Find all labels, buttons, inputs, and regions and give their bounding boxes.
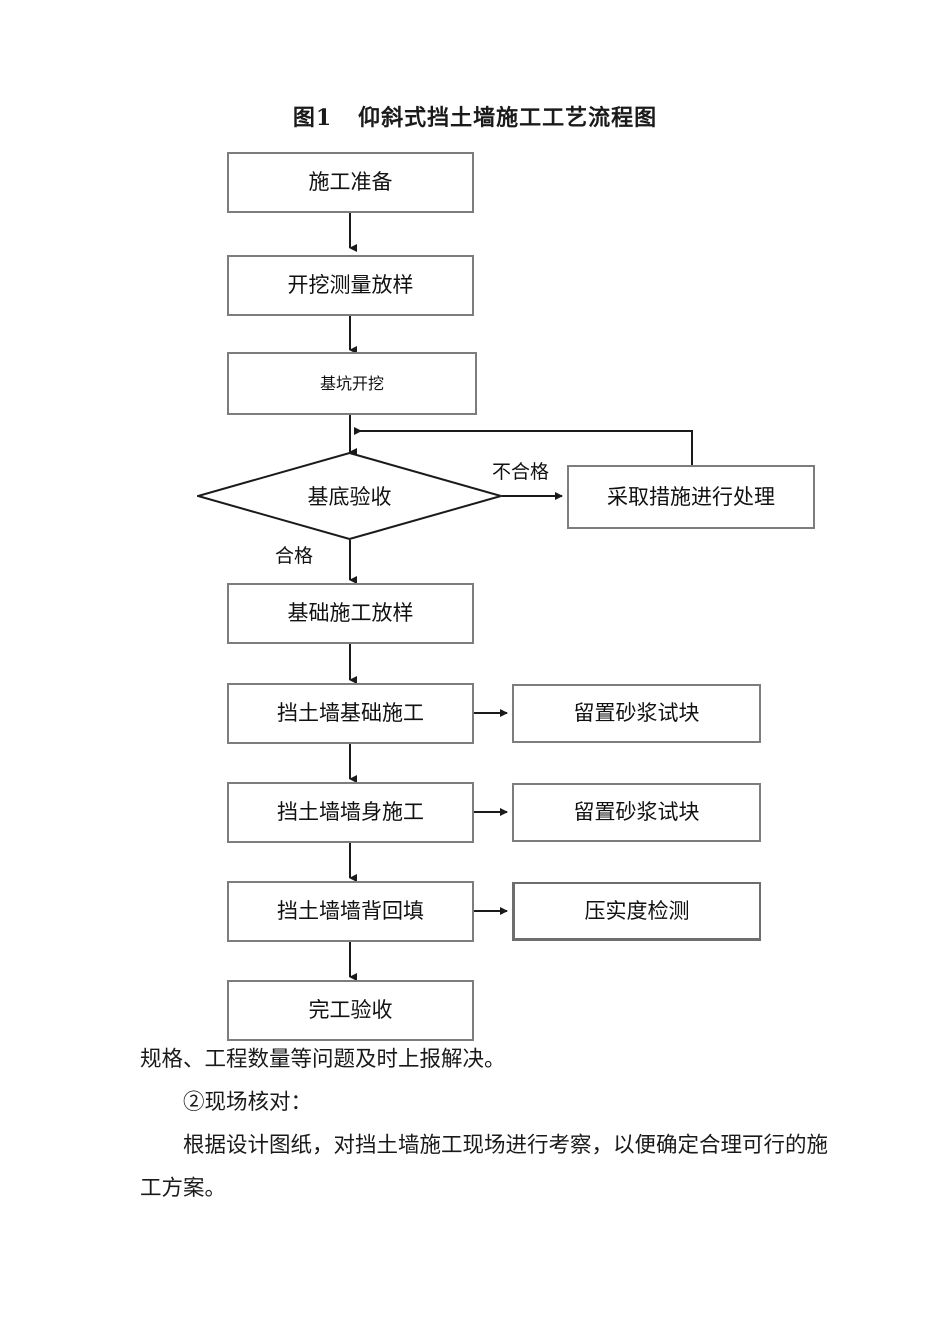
- flow-node-excavation[interactable]: 基坑开挖: [227, 352, 477, 415]
- flow-node-backfill-label: 挡土墙墙背回填: [277, 899, 424, 923]
- flow-node-final-acceptance-label: 完工验收: [308, 998, 393, 1022]
- flow-node-foundation-work[interactable]: 挡土墙基础施工: [227, 683, 474, 744]
- body-paragraph-3: 根据设计图纸，对挡土墙施工现场进行考察，以便确定合理可行的施工方案。: [140, 1133, 829, 1201]
- body-paragraph-2: ②现场核对：: [140, 1090, 313, 1115]
- flow-node-base-inspection[interactable]: 基底验收: [197, 452, 502, 540]
- page-title: 图1 仰斜式挡土墙施工工艺流程图: [292, 105, 658, 131]
- body-paragraph-1: 规格、工程数量等问题及时上报解决。: [140, 1047, 506, 1072]
- flow-node-mortar-block-1-label: 留置砂浆试块: [573, 701, 700, 725]
- flow-node-survey-label: 开挖测量放样: [287, 273, 414, 297]
- flow-node-compaction-test-label: 压实度检测: [584, 898, 690, 923]
- flow-node-compaction-test[interactable]: 压实度检测: [512, 882, 761, 941]
- diamond-shape-icon: [197, 452, 502, 540]
- flow-node-foundation-set[interactable]: 基础施工放样: [227, 583, 474, 644]
- flow-node-mortar-block-2[interactable]: 留置砂浆试块: [512, 783, 761, 842]
- flow-node-wall-body-work[interactable]: 挡土墙墙身施工: [227, 782, 474, 843]
- flow-node-mortar-block-1[interactable]: 留置砂浆试块: [512, 684, 761, 743]
- flow-node-prep[interactable]: 施工准备: [227, 152, 474, 213]
- flow-node-survey[interactable]: 开挖测量放样: [227, 255, 474, 316]
- flow-node-base-inspection-label: 基底验收: [307, 485, 392, 509]
- flow-node-excavation-label: 基坑开挖: [319, 373, 384, 393]
- flow-node-final-acceptance[interactable]: 完工验收: [227, 980, 474, 1041]
- flow-node-remediation-label: 采取措施进行处理: [607, 484, 775, 509]
- edge-label-pass: 合格: [275, 545, 314, 567]
- flow-node-mortar-block-2-label: 留置砂浆试块: [573, 800, 700, 824]
- connector-remediation-feedback: [354, 427, 693, 465]
- flowchart-connectors: [349, 213, 693, 981]
- flow-node-foundation-work-label: 挡土墙基础施工: [277, 701, 424, 725]
- flow-node-backfill[interactable]: 挡土墙墙背回填: [227, 881, 474, 942]
- edge-label-fail: 不合格: [492, 461, 550, 483]
- flow-node-foundation-set-label: 基础施工放样: [287, 601, 414, 625]
- body-text-block: 规格、工程数量等问题及时上报解决。 ②现场核对： 根据设计图纸，对挡土墙施工现场…: [140, 1038, 840, 1210]
- flow-node-wall-body-work-label: 挡土墙墙身施工: [277, 800, 424, 824]
- flow-node-remediation[interactable]: 采取措施进行处理: [567, 465, 815, 529]
- flowchart-diagram: 施工准备 开挖测量放样 基坑开挖 基底验收 采取措施进行处理 基础施工放样 挡土…: [197, 152, 815, 1041]
- flow-node-prep-label: 施工准备: [308, 170, 393, 194]
